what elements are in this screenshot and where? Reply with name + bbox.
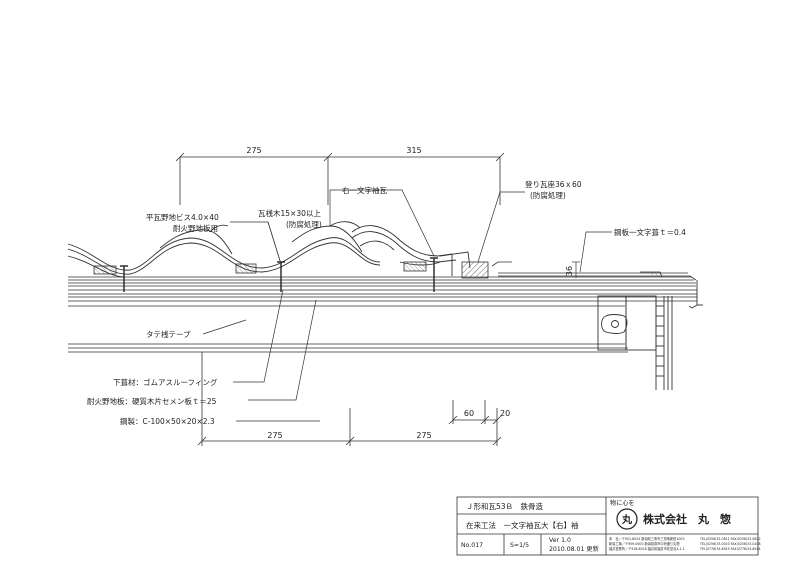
label-screw-2: 耐火野地板用 [173,223,218,233]
top-dimensions [175,152,505,205]
label-tate-tape: タテ桟テープ [146,329,191,339]
bottom-dimensions [197,352,502,446]
dim-60: 60 [464,409,474,418]
label-fire-board: 耐火野地板：硬質木片セメン板ｔ＝25 [87,396,217,406]
dim-bottom-right: 275 [416,431,431,440]
label-batten-2: (防腐処理) [286,219,322,229]
eave-end [597,280,703,390]
label-steel-sheet: 鋼板一文字葺ｔ＝0.4 [614,227,686,237]
dim-top-right: 315 [406,146,421,155]
phone-3: TEL(0776)34-8915 FAX(0776)34-8914 [699,547,761,551]
logo-caption: 物に心を [610,499,635,507]
label-underlay: 下葺材：ゴムアスルーフィング [113,377,218,387]
dim-36-lines [572,261,580,278]
title-row2: 在来工法 一文字袖瓦大【右】袖 [466,520,579,530]
phone-2: TEL(0256)33-0010 FAX(0256)33-0108 [699,542,761,546]
label-ridge-seat-2: (防腐処理) [530,190,566,200]
title-version: Ver 1.0 [549,537,571,544]
title-scale: S=1/5 [510,542,529,549]
address-1: 本 社／〒951-8024 新潟県三条市三貫地新田1003 [609,536,684,541]
roof-layers [68,276,697,353]
label-ridge-seat-1: 登り瓦座36ｘ60 [525,179,582,189]
dim-top-left: 275 [246,146,261,155]
screws [120,257,438,292]
address-3: 福井営業所／〒918-8018 福井県福井市花堂北1-1-1 [609,546,685,551]
label-screw-1: 平瓦野地ビス4.0×40 [146,212,219,222]
dim-36: 36 [565,266,574,276]
title-number: No.017 [461,542,483,549]
dim-20: 20 [500,409,510,418]
label-batten-1: 瓦桟木15×30以上 [258,208,321,218]
leaders [202,189,612,422]
title-block [456,496,759,556]
company-logo-mark: 丸 [616,508,638,530]
label-right-tile: 右一文字袖瓦 [342,185,387,195]
phone-1: TEL(0256)32-0811 FAX(0256)32-0822 [699,537,761,541]
title-date: 2010.08.01 更新 [549,545,599,553]
label-steel-channel: 鋼製：C-100×50×20×2.3 [120,416,215,426]
logo-glyph: 丸 [621,513,633,526]
address-2: 新潟工場／〒959-0000 新潟県燕市中央通り丸惣 [609,541,680,546]
dim-bottom-left: 275 [267,431,282,440]
roof-tiles [67,221,471,278]
company-name: 株式会社 丸 惣 [643,512,731,526]
title-row1: Ｊ形和瓦53Ｂ 鉄骨造 [466,501,544,511]
steel-verge [491,261,697,281]
batten-pieces [93,261,489,279]
